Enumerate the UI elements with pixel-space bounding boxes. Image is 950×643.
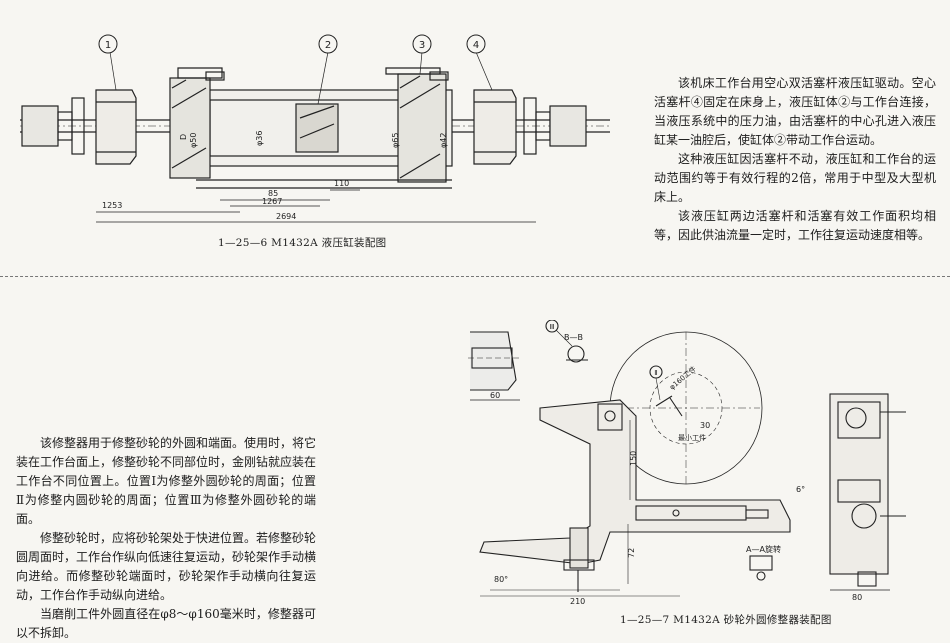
dim-angle-80: 80° xyxy=(494,575,508,584)
dim-phi36: φ36 xyxy=(255,131,264,146)
label-min-workpiece: 最小工件 xyxy=(678,433,706,442)
view-label-a-a: A—A旋转 xyxy=(746,544,781,554)
paragraph: 该修整器用于修整砂轮的外圆和端面。使用时，将它装在工作台面上，修整砂轮不同部位时… xyxy=(16,436,317,526)
dim-110: 110 xyxy=(334,179,349,188)
dim-phi65: φ65 xyxy=(391,133,400,148)
top-section: 1 2 3 4 1253 2694 1267 85 110 D φ50 φ36 … xyxy=(0,0,950,300)
dim-30: 30 xyxy=(700,421,710,430)
dim-1267: 1267 xyxy=(262,197,282,206)
figure-caption-1-25-7: 1—25—7 M1432A 砂轮外圆修整器装配图 xyxy=(620,614,832,626)
callout-iii: Ⅲ xyxy=(550,323,555,331)
description-text-bottom: 该修整器用于修整砂轮的外圆和端面。使用时，将它装在工作台面上，修整砂轮不同部位时… xyxy=(16,434,316,643)
dim-d-left: D xyxy=(179,134,188,140)
dim-72: 72 xyxy=(627,548,636,558)
callout-4: 4 xyxy=(473,40,479,51)
label-phi160-workpiece: φ160工件 xyxy=(668,364,698,391)
dim-2694: 2694 xyxy=(276,212,296,221)
callout-1: 1 xyxy=(105,40,111,51)
dim-1253: 1253 xyxy=(102,201,122,210)
callout-2: 2 xyxy=(325,40,331,51)
figure-caption-1-25-6: 1—25—6 M1432A 液压缸装配图 xyxy=(218,237,387,249)
callout-3: 3 xyxy=(419,40,425,51)
description-text-top: 该机床工作台用空心双活塞杆液压缸驱动。空心活塞杆④固定在床身上，液压缸体②与工作… xyxy=(654,74,936,245)
dim-150: 150 xyxy=(629,451,638,466)
dim-210: 210 xyxy=(570,597,585,605)
callout-ii: Ⅱ xyxy=(654,369,657,377)
paragraph: 这种液压缸因活塞杆不动，液压缸和工作台的运动范围约等于有效行程的2倍，常用于中型… xyxy=(654,152,936,204)
page-divider xyxy=(0,276,950,277)
dim-80: 80 xyxy=(852,593,862,602)
dim-85: 85 xyxy=(268,189,278,198)
section-label-b-b: B—B xyxy=(564,333,583,342)
hydraulic-cylinder-assembly-drawing: 1 2 3 4 1253 2694 1267 85 110 D φ50 φ36 … xyxy=(20,34,610,223)
paragraph: 修整砂轮时，应将砂轮架处于快进位置。若修整砂轮圆周面时，工作台作纵向低速往复运动… xyxy=(16,531,317,602)
dim-60: 60 xyxy=(490,391,500,400)
wheel-dresser-assembly-drawing: Ⅲ Ⅱ B—B A—A旋转 60 150 72 210 80° 80 30 6°… xyxy=(468,320,906,605)
paragraph: 当磨削工件外圆直径在φ8～φ160毫米时，修整器可以不拆卸。 xyxy=(16,607,316,640)
paragraph: 该机床工作台用空心双活塞杆液压缸驱动。空心活塞杆④固定在床身上，液压缸体②与工作… xyxy=(654,76,936,147)
dim-phi50: φ50 xyxy=(189,133,198,148)
paragraph: 该液压缸两边活塞杆和活塞有效工作面积均相等，因此供油流量一定时，工作往复运动速度… xyxy=(654,209,936,242)
dim-angle-6: 6° xyxy=(796,485,805,494)
dim-phi42: φ42 xyxy=(439,133,448,148)
